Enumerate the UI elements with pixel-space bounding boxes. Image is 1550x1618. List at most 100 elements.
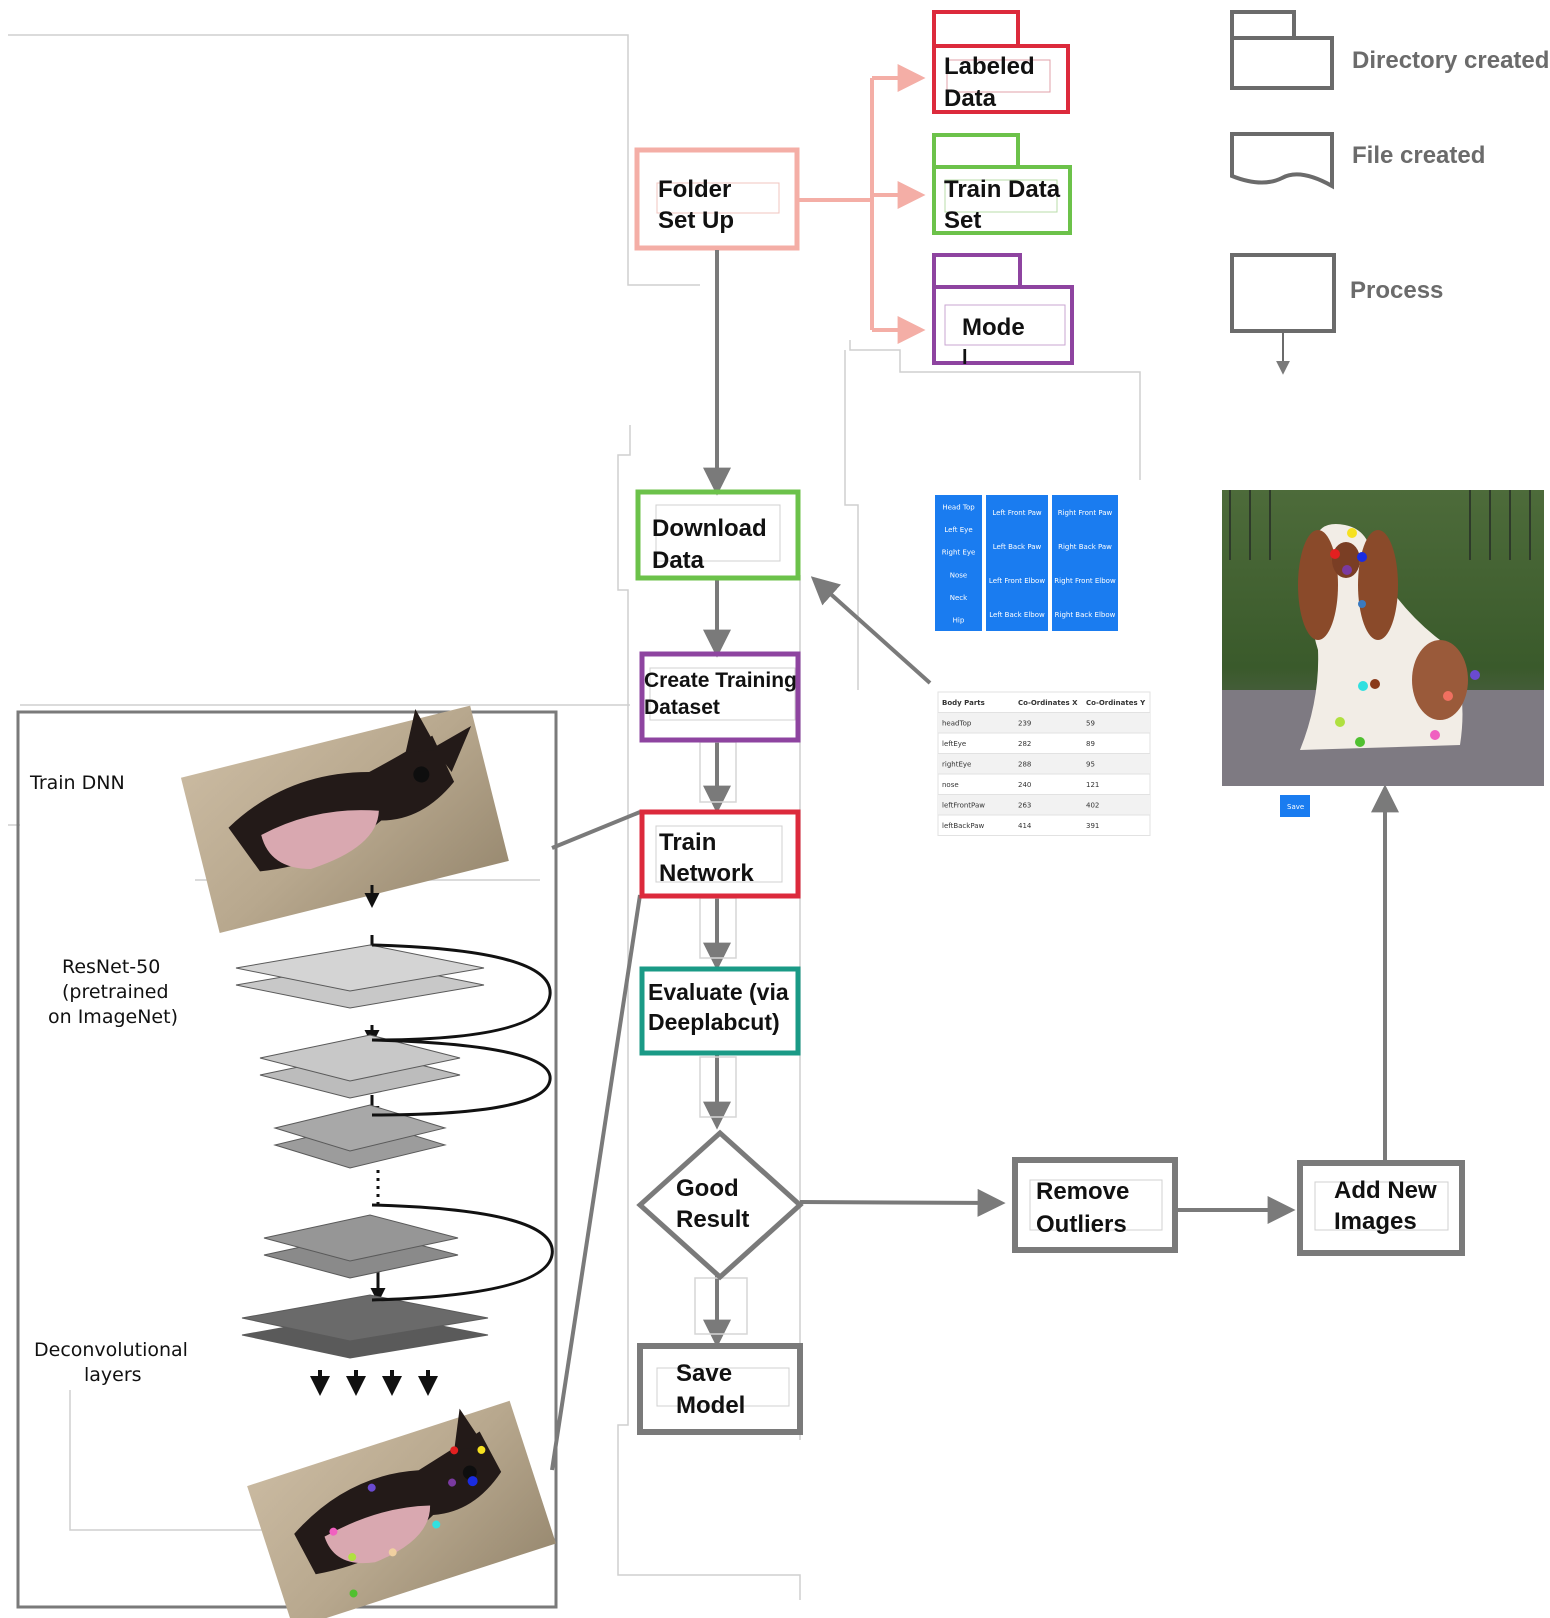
train-data-set-node: Train Data Set bbox=[932, 133, 1072, 235]
deconv-label-line1: Deconvolutional bbox=[34, 1339, 188, 1361]
coords-table-row-bg bbox=[938, 753, 1150, 774]
output-dog-image bbox=[247, 1400, 556, 1618]
coords-table-row-bg bbox=[938, 712, 1150, 733]
annotated-dog-photo: Save bbox=[1222, 490, 1544, 817]
add-new-images-line2: Images bbox=[1334, 1208, 1417, 1235]
coords-table-cell: 263 bbox=[1018, 802, 1031, 810]
label-button-col3-0[interactable]: Right Front Paw bbox=[1058, 509, 1113, 517]
label-button-col2-0[interactable]: Left Front Paw bbox=[992, 509, 1042, 517]
good-result-decision: Good Result bbox=[636, 1129, 804, 1281]
train-network-node: Train Network bbox=[639, 809, 801, 899]
resnet-label-line1: ResNet-50 bbox=[62, 956, 160, 978]
label-button-col1-4[interactable]: Neck bbox=[950, 594, 968, 602]
save-model-line1: Save bbox=[676, 1360, 732, 1387]
train-data-set-line2: Set bbox=[944, 207, 981, 234]
coords-table-cell: 282 bbox=[1018, 740, 1031, 748]
download-data-line1: Download bbox=[652, 515, 767, 542]
legend-file-icon bbox=[1230, 132, 1334, 190]
remove-outliers-node: Remove Outliers bbox=[1012, 1157, 1178, 1253]
label-button-col3-3[interactable]: Right Back Elbow bbox=[1055, 611, 1116, 619]
resnet-layer-stack bbox=[235, 944, 489, 1359]
legend-process-label: Process bbox=[1350, 277, 1443, 304]
legend-directory-label: Directory created bbox=[1352, 47, 1549, 74]
save-button-label: Save bbox=[1287, 803, 1304, 811]
labeled-data-line2: Data bbox=[944, 85, 997, 112]
keypoint-markers bbox=[1330, 528, 1480, 747]
coords-table-cell: nose bbox=[942, 781, 959, 789]
create-training-line2: Dataset bbox=[644, 696, 720, 719]
label-button-col2-2[interactable]: Left Front Elbow bbox=[989, 577, 1045, 585]
labeled-data-line1: Labeled bbox=[944, 53, 1035, 80]
coords-table-cell: leftBackPaw bbox=[942, 822, 985, 830]
coords-table-cell: 59 bbox=[1086, 720, 1095, 728]
legend-file-label: File created bbox=[1352, 142, 1485, 169]
evaluate-node: Evaluate (via Deeplabcut) bbox=[639, 966, 801, 1056]
coords-table-cell: leftFrontPaw bbox=[942, 802, 985, 810]
legend: Directory created File created Process bbox=[1230, 10, 1549, 375]
download-data-node: Download Data bbox=[635, 489, 801, 581]
save-model-line2: Model bbox=[676, 1392, 745, 1419]
resnet-label-line3: on ImageNet) bbox=[48, 1006, 178, 1028]
label-button-col1-3[interactable]: Nose bbox=[950, 571, 967, 579]
evaluate-line2: Deeplabcut) bbox=[648, 1009, 780, 1035]
label-button-col1-0[interactable]: Head Top bbox=[942, 503, 975, 511]
create-training-line1: Create Training bbox=[644, 669, 797, 692]
coords-table-cell: rightEye bbox=[942, 761, 971, 769]
resnet-label-line2: (pretrained bbox=[62, 981, 169, 1003]
create-training-node: Create Training Dataset bbox=[639, 651, 801, 743]
pink-connectors bbox=[797, 64, 926, 344]
legend-directory-icon bbox=[1230, 10, 1334, 90]
labeled-data-node: Labeled Data bbox=[932, 10, 1070, 114]
coords-table-cell: 391 bbox=[1086, 822, 1099, 830]
label-button-column-col3 bbox=[1052, 495, 1118, 631]
coords-table-cell: 402 bbox=[1086, 802, 1099, 810]
skip-connections bbox=[371, 943, 554, 1302]
coords-table-cell: 239 bbox=[1018, 720, 1031, 728]
coords-table-header: Body Parts bbox=[942, 699, 985, 707]
good-result-line1: Good bbox=[676, 1175, 739, 1202]
label-button-col1-2[interactable]: Right Eye bbox=[942, 549, 976, 557]
label-button-col1-5[interactable]: Hip bbox=[953, 617, 965, 625]
label-button-col2-3[interactable]: Left Back Elbow bbox=[989, 611, 1045, 619]
model-line2: l bbox=[962, 347, 968, 369]
folder-setup-line2: Set Up bbox=[658, 207, 734, 234]
good-result-line2: Result bbox=[676, 1206, 749, 1233]
label-button-col2-1[interactable]: Left Back Paw bbox=[993, 543, 1042, 551]
folder-setup-node: Folder Set Up bbox=[634, 147, 800, 251]
train-dnn-label: Train DNN bbox=[29, 772, 125, 794]
deconv-label-line2: layers bbox=[84, 1364, 142, 1386]
output-keypoints bbox=[329, 1445, 486, 1598]
coords-table-cell: 288 bbox=[1018, 761, 1031, 769]
download-data-line2: Data bbox=[652, 547, 705, 574]
evaluate-line1: Evaluate (via bbox=[648, 979, 789, 1005]
label-button-column-col2 bbox=[986, 495, 1048, 631]
save-model-node: Save Model bbox=[637, 1343, 803, 1435]
remove-outliers-line1: Remove bbox=[1036, 1178, 1129, 1205]
deconv-output-arrows bbox=[310, 1370, 438, 1396]
label-button-col1-1[interactable]: Left Eye bbox=[944, 526, 972, 534]
remove-outliers-line2: Outliers bbox=[1036, 1211, 1127, 1238]
label-button-column-col1 bbox=[935, 495, 982, 631]
coords-table-header: Co-Ordinates Y bbox=[1086, 699, 1146, 707]
coords-table-cell: 414 bbox=[1018, 822, 1032, 830]
faint-connector-boxes bbox=[694, 741, 748, 1335]
save-button[interactable]: Save bbox=[1280, 795, 1310, 817]
label-button-col3-2[interactable]: Right Front Elbow bbox=[1054, 577, 1116, 585]
legend-process-icon bbox=[1230, 253, 1336, 333]
add-new-images-line1: Add New bbox=[1334, 1177, 1437, 1204]
folder-setup-line1: Folder bbox=[658, 176, 731, 203]
train-network-line2: Network bbox=[659, 860, 754, 887]
coords-table-cell: leftEye bbox=[942, 740, 966, 748]
train-network-line1: Train bbox=[659, 829, 716, 856]
coords-table-header: Co-Ordinates X bbox=[1018, 699, 1078, 707]
add-new-images-node: Add New Images bbox=[1297, 1160, 1465, 1256]
model-line1: Mode bbox=[962, 314, 1025, 341]
input-dog-image bbox=[180, 705, 509, 933]
label-button-col3-1[interactable]: Right Back Paw bbox=[1058, 543, 1112, 551]
train-dnn-panel: Train DNN bbox=[16, 705, 558, 1618]
gray-connectors bbox=[550, 250, 1399, 1471]
train-data-set-line1: Train Data bbox=[944, 176, 1061, 203]
model-node: Mode l bbox=[932, 253, 1074, 369]
